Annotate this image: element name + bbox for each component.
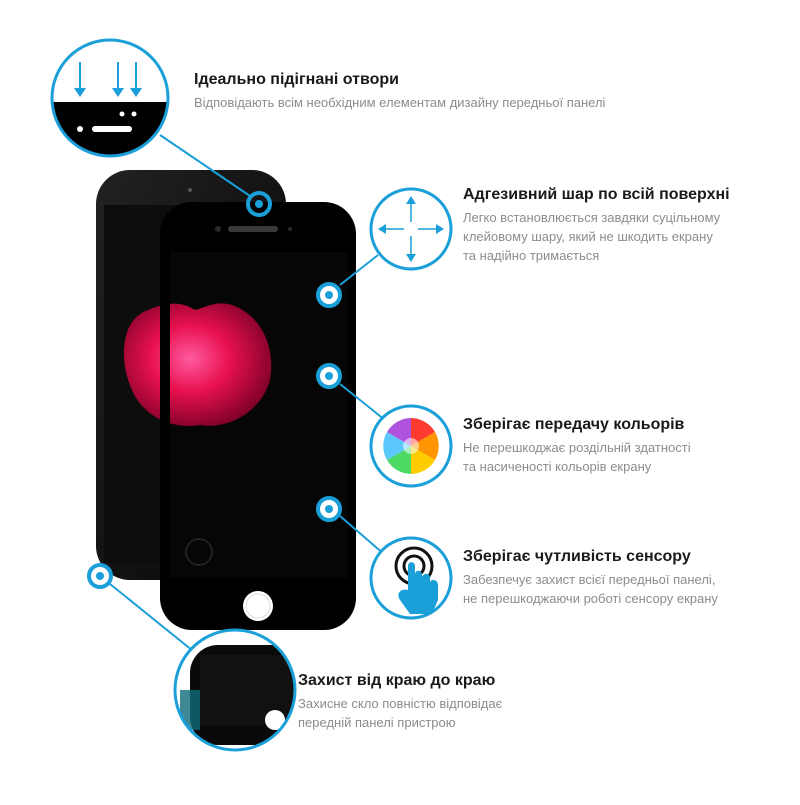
callout-dot-sensor [316,496,342,522]
feature-title: Зберігає передачу кольорів [463,416,685,433]
proximity-hole [288,227,292,231]
home-button-cutout [243,591,273,621]
color-wheel-icon [369,404,453,488]
earpiece-slot [228,226,278,232]
front-camera-hole [215,226,221,232]
callout-dot-colors [316,363,342,389]
touch-finger-icon [369,536,453,620]
callout-dot-edge [87,563,113,589]
feature-sensor: Зберігає чутливість сенсору Забезпечує з… [463,548,718,608]
feature-title: Ідеально підігнані отвори [194,71,399,88]
feature-description-line: та насиченості кольорів екрану [463,459,652,474]
feature-description-line: передній панелі пристрою [298,715,456,730]
feature-title: Зберігає чутливість сенсору [463,548,691,565]
four-arrows-adhesive-icon [369,187,453,271]
speaker-holes-arrows-icon [50,38,170,158]
wallpaper-apple-through-glass [170,303,272,426]
phone-sensor [188,188,192,192]
feature-description-line: та надійно тримається [463,248,600,263]
feature-edge: Захист від краю до краю Захисне скло пов… [298,672,502,732]
feature-description-line: Легко встановлюється завдяки суцільному [463,210,721,225]
feature-description: Відповідають всім необхідним елементам д… [194,95,606,110]
feature-description-line: клейовому шару, який не шкодить екрану [463,229,713,244]
feature-holes: Ідеально підігнані отвори Відповідають в… [194,71,605,112]
edge-to-edge-icon [173,628,297,752]
callout-lines [109,134,386,656]
feature-title: Захист від краю до краю [298,672,496,689]
feature-description-line: Не перешкоджає роздільній здатності [463,440,691,455]
feature-description-line: не перешкоджаючи роботі сенсору екрану [463,591,718,606]
feature-description-line: Захисне скло повністю відповідає [298,696,503,711]
callout-dots [87,191,342,589]
feature-title: Адгезивний шар по всій поверхні [463,186,730,203]
feature-colors: Зберігає передачу кольорів Не перешкоджа… [463,416,691,476]
callout-dot-adhesive [316,282,342,308]
feature-adhesive: Адгезивний шар по всій поверхні Легко вс… [463,186,730,265]
feature-description-line: Забезпечує захист всієї передньої панелі… [463,572,716,587]
phone-home-button [185,538,213,566]
callout-dot-holes [246,191,272,217]
